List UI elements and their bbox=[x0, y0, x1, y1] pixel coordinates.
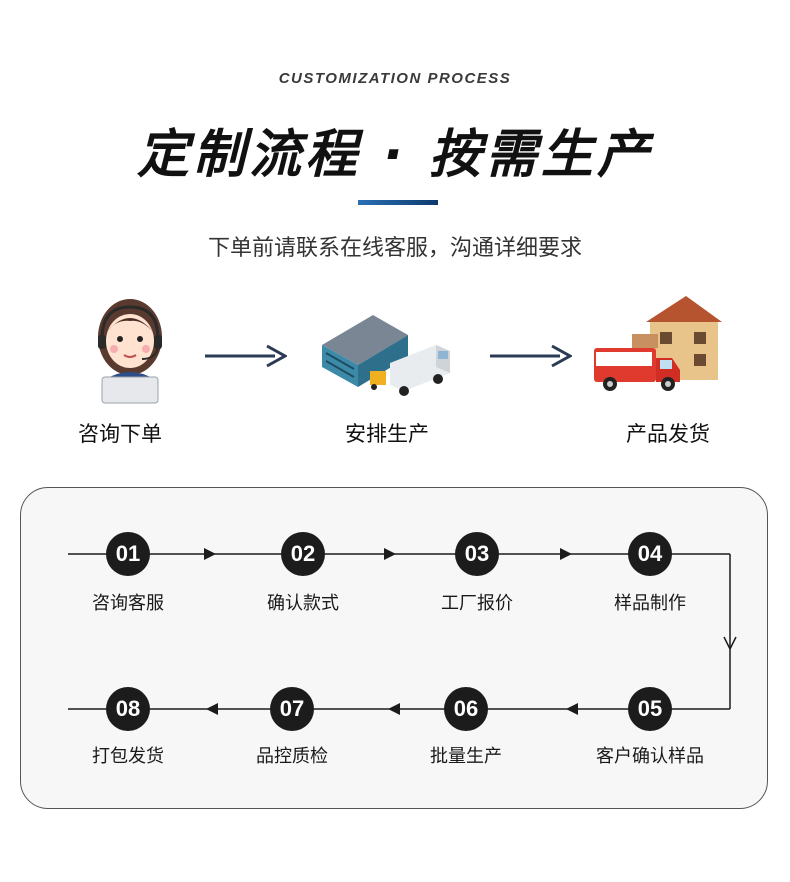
step-label: 客户确认样品 bbox=[596, 746, 704, 767]
step-number-circle: 02 bbox=[281, 532, 325, 576]
customer-service-icon bbox=[98, 299, 162, 404]
step-number-circle: 04 bbox=[628, 532, 672, 576]
step-number-circle: 08 bbox=[106, 687, 150, 731]
overview-step-label: 咨询下单 bbox=[78, 422, 162, 446]
title-underline bbox=[358, 200, 438, 205]
step-label: 工厂报价 bbox=[441, 593, 513, 614]
delivery-house-icon bbox=[594, 296, 722, 391]
overview-step-label: 产品发货 bbox=[626, 422, 710, 446]
step-number-circle: 01 bbox=[106, 532, 150, 576]
step-label: 咨询客服 bbox=[92, 593, 164, 614]
step-number-circle: 03 bbox=[455, 532, 499, 576]
step-label: 样品制作 bbox=[614, 593, 686, 614]
page-title: 定制流程 · 按需生产 bbox=[137, 125, 653, 185]
arrow-right-icon bbox=[205, 344, 287, 368]
step-label: 批量生产 bbox=[430, 746, 502, 767]
process-connector-lines bbox=[68, 548, 737, 715]
factory-truck-icon bbox=[322, 315, 450, 396]
step-label: 品控质检 bbox=[256, 746, 328, 767]
intro-text: 下单前请联系在线客服，沟通详细要求 bbox=[207, 236, 582, 261]
arrow-right-icon bbox=[490, 344, 572, 368]
step-number-circle: 06 bbox=[444, 687, 488, 731]
step-number-circle: 05 bbox=[628, 687, 672, 731]
overview-step-label: 安排生产 bbox=[345, 422, 429, 446]
step-number-circle: 07 bbox=[270, 687, 314, 731]
step-label: 确认款式 bbox=[267, 593, 339, 614]
step-label: 打包发货 bbox=[92, 746, 164, 767]
subtitle-en: CUSTOMIZATION PROCESS bbox=[278, 70, 512, 87]
